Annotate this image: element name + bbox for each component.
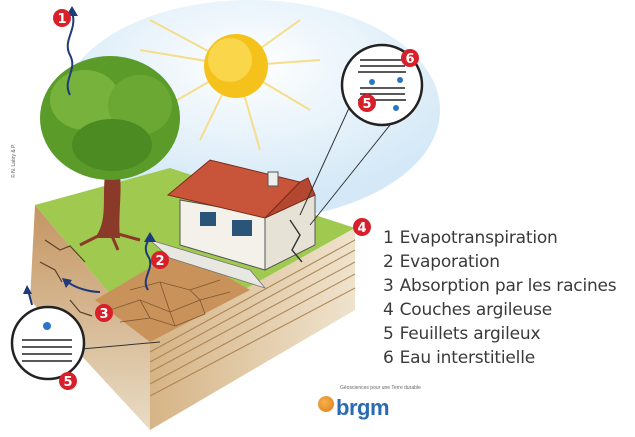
- brgm-tagline: Géosciences pour une Terre durable: [340, 385, 421, 391]
- house: [149, 159, 316, 289]
- svg-text:4: 4: [357, 221, 366, 236]
- tree: [40, 56, 180, 251]
- brgm-logo: Géosciences pour une Terre durable brgm: [318, 383, 421, 425]
- marker-3: 3: [95, 304, 113, 322]
- marker-1: 1: [53, 9, 71, 27]
- svg-text:2: 2: [155, 254, 164, 269]
- brgm-logo-icon: [318, 396, 334, 412]
- svg-text:5: 5: [63, 375, 72, 390]
- arrowheads: [23, 6, 156, 294]
- svg-text:3: 3: [99, 307, 108, 322]
- illustration-credit: © N. Labry & P.: [11, 143, 17, 178]
- svg-text:5: 5: [362, 97, 371, 112]
- svg-text:6: 6: [405, 52, 414, 67]
- marker-2: 2: [151, 251, 169, 269]
- marker-5-top: 5: [358, 94, 376, 112]
- sun: [139, 19, 321, 151]
- magnifier-bottom: [10, 305, 161, 381]
- marker-5-bottom: 5: [59, 372, 77, 390]
- brgm-name: brgm: [336, 395, 390, 420]
- marker-6: 6: [401, 49, 419, 67]
- marker-4: 4: [353, 218, 371, 236]
- svg-text:1: 1: [57, 12, 66, 27]
